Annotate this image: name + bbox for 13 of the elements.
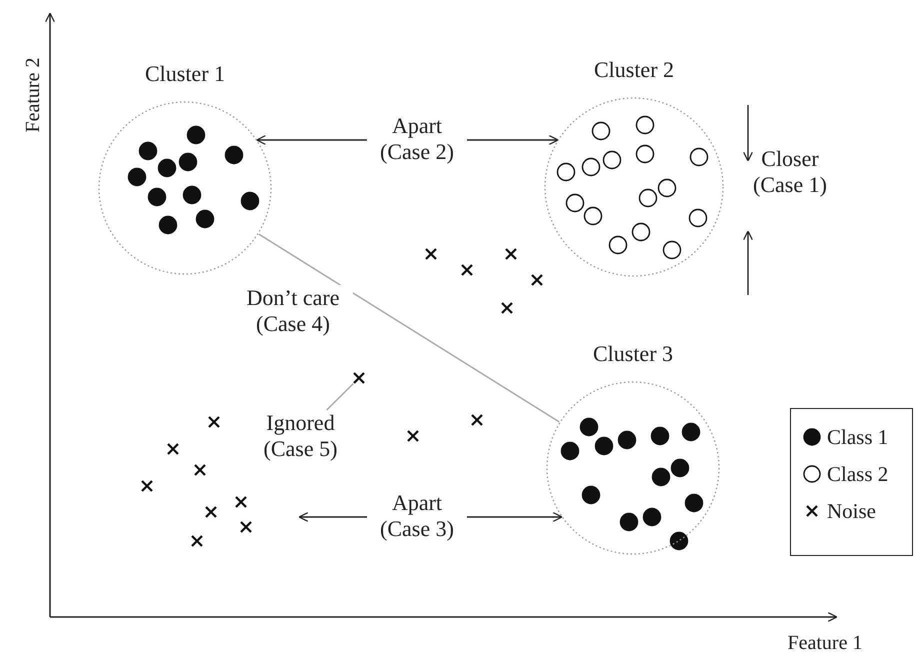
cluster-title: Cluster 1 [144,61,226,87]
annotation-text: Ignored (Case 5) [248,410,353,462]
cross-marker [352,372,366,384]
annotation-text: Closer (Case 1) [752,146,828,198]
axis-label: Feature 2 [21,56,45,134]
legend-label: Class 2 [827,461,888,487]
axis-label: Feature 1 [786,631,864,656]
leader-line [326,383,354,411]
legend-label: Class 1 [827,424,888,450]
cluster-title: Cluster 2 [592,57,676,83]
cluster-title: Cluster 3 [592,341,674,367]
connector-line [258,233,560,423]
legend-label: Noise [827,498,876,524]
